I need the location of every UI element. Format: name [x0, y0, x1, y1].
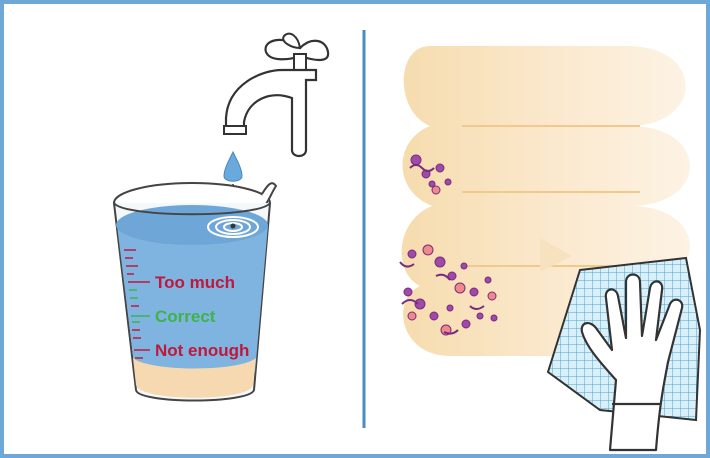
water-drop-icon — [224, 152, 242, 181]
label-too-much: Too much — [155, 273, 235, 292]
water-fill — [117, 225, 268, 386]
faucet-icon — [224, 34, 328, 156]
label-correct: Correct — [155, 307, 216, 326]
label-not-enough: Not enough — [155, 341, 249, 360]
